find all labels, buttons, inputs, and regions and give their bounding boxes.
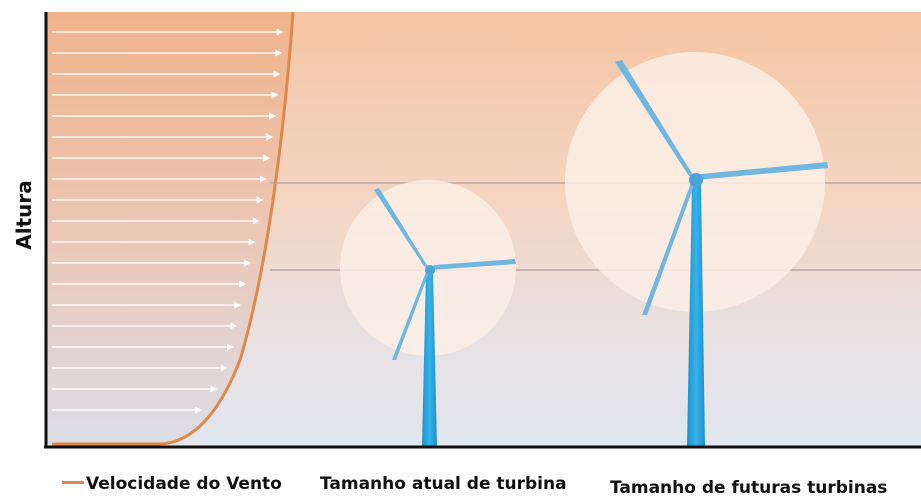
wind-arrow-head — [271, 91, 279, 99]
legend-line-swatch — [62, 480, 84, 484]
wind-arrow-head — [221, 364, 228, 372]
wind-arrow-head — [239, 280, 247, 288]
wind-arrow-head — [256, 196, 264, 204]
legend-label-wind-speed: Velocidade do Vento — [86, 474, 282, 494]
wind-arrow-head — [276, 28, 284, 36]
wind-arrows — [52, 28, 284, 414]
legend: Velocidade do Vento Tamanho atual de tur… — [0, 470, 921, 504]
wind-arrow-head — [248, 238, 256, 246]
y-axis-label: Altura — [4, 150, 44, 280]
wind-arrow-head — [252, 217, 260, 225]
legend-label-future-turbine: Tamanho de futuras turbinas — [610, 478, 888, 498]
wind-arrow-head — [259, 175, 267, 183]
wind-speed-curve — [52, 11, 295, 446]
wind-arrow-head — [195, 406, 202, 414]
wind-arrow-head — [269, 112, 277, 120]
wind-arrow-head — [230, 322, 238, 330]
legend-item-future-turbine: Tamanho de futuras turbinas — [610, 478, 887, 498]
wind-arrow-head — [227, 343, 235, 351]
wind-arrow-head — [244, 259, 252, 267]
wind-arrow-head — [273, 70, 281, 78]
wind-arrow-head — [263, 154, 271, 162]
wind-arrow-head — [275, 49, 283, 57]
wind-arrow-head — [210, 385, 218, 393]
wind-profile-area — [46, 12, 293, 444]
wind-arrow-head — [266, 133, 274, 141]
legend-item-current-turbine: Tamanho atual de turbina — [320, 474, 567, 494]
legend-label-current-turbine: Tamanho atual de turbina — [320, 474, 567, 494]
current-turbine-icon — [374, 188, 516, 447]
y-axis-label-text: Altura — [12, 180, 36, 250]
wind-arrow-head — [234, 301, 242, 309]
future-turbine-icon — [615, 60, 828, 447]
legend-item-wind-speed: Velocidade do Vento — [62, 474, 282, 494]
